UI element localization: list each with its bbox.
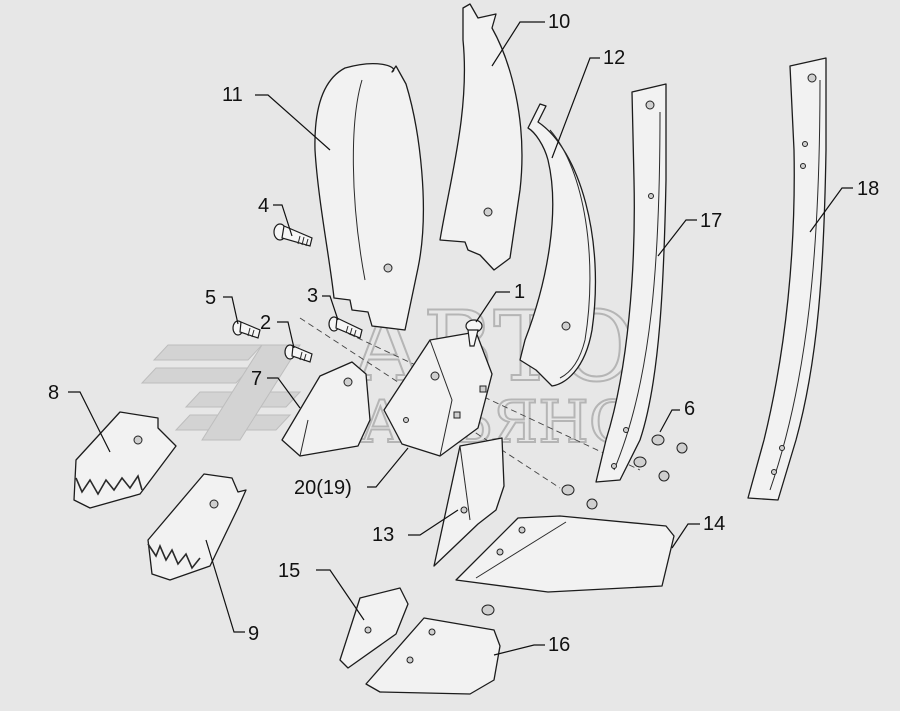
callout-11: 11 [222, 84, 243, 106]
bolt-4 [273, 223, 313, 247]
callout-8: 8 [48, 382, 59, 404]
leader-lines [68, 21, 853, 656]
nuts-washers-6 [481, 434, 688, 616]
part-10-shin [439, 3, 523, 271]
part-17-standard-bar [595, 83, 667, 483]
part-20-frog [383, 331, 493, 457]
bolt-2 [284, 344, 313, 363]
part-7-holder [281, 361, 371, 457]
part-16-heel-plate [365, 617, 501, 695]
part-9-share [147, 473, 247, 581]
watermark-logo-stripes [140, 344, 302, 441]
callout-7: 7 [251, 368, 262, 390]
callout-20-19: 20(19) [294, 477, 352, 499]
part-12-curved-bracket [519, 103, 597, 387]
part-18-standard-bar [747, 57, 827, 501]
part-15-block [339, 587, 409, 669]
callout-2: 2 [260, 312, 271, 334]
bolt-1 [465, 319, 483, 347]
callout-4: 4 [258, 195, 269, 217]
callout-12: 12 [603, 47, 625, 69]
callout-17: 17 [700, 210, 722, 232]
bolt-3 [328, 316, 363, 339]
callout-labels: 10 12 11 4 5 3 2 7 1 8 9 20(19) 13 6 17 … [48, 11, 879, 656]
callout-18: 18 [857, 178, 879, 200]
callout-6: 6 [684, 398, 695, 420]
callout-3: 3 [307, 285, 318, 307]
part-14-landside [455, 515, 675, 593]
callout-15: 15 [278, 560, 300, 582]
part-11-mouldboard [314, 63, 424, 331]
callout-16: 16 [548, 634, 570, 656]
bolt-5 [232, 320, 261, 339]
callout-13: 13 [372, 524, 394, 546]
callout-14: 14 [703, 513, 725, 535]
callout-9: 9 [248, 623, 259, 645]
part-8-share [73, 411, 177, 509]
part-13-wedge [433, 437, 505, 567]
callout-10: 10 [548, 11, 570, 33]
callout-1: 1 [514, 281, 525, 303]
callout-5: 5 [205, 287, 216, 309]
